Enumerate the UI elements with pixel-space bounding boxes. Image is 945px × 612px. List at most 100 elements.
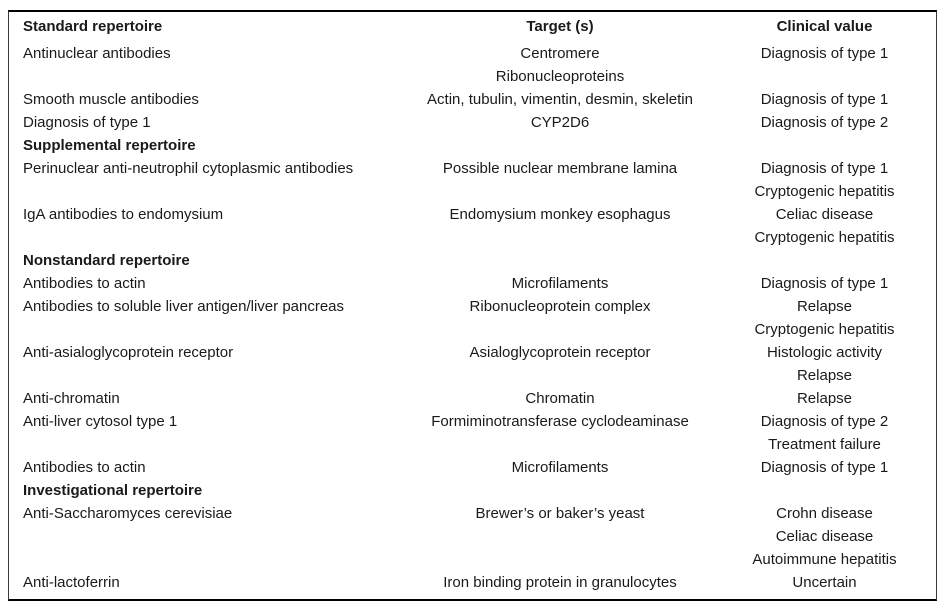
cell-target: Iron binding protein in granulocytes [443, 574, 677, 591]
table-row: Nonstandard repertoire [9, 249, 936, 272]
cell-clinical-value: Treatment failure [768, 436, 881, 453]
cell-clinical-value: Diagnosis of type 2 [760, 114, 889, 131]
cell-clinical-value [727, 134, 936, 157]
table-row: Supplemental repertoire [9, 134, 936, 157]
cell-repertoire: Antibodies to soluble liver antigen/live… [23, 298, 345, 315]
table-row: Cryptogenic hepatitis [9, 318, 936, 341]
cell-target: Microfilaments [511, 459, 609, 476]
table-row: Investigational repertoire [9, 479, 936, 502]
cell-target: Ribonucleoproteins [495, 68, 625, 85]
cell-target: Asialoglycoprotein receptor [469, 344, 651, 361]
cell-repertoire [9, 364, 393, 387]
table-row: Antibodies to actin Microfilaments Diagn… [9, 272, 936, 295]
cell-target: Microfilaments [511, 275, 609, 292]
cell-clinical-value: Autoimmune hepatitis [752, 551, 897, 568]
table-row: Relapse [9, 364, 936, 387]
table-row: Anti-asialoglycoprotein receptor Asialog… [9, 341, 936, 364]
table-row: Antibodies to actin Microfilaments Diagn… [9, 456, 936, 479]
table-body: Antinuclear antibodies Centromere Diagno… [9, 42, 936, 594]
cell-clinical-value: Relapse [796, 390, 853, 407]
cell-target: Centromere [520, 45, 600, 62]
cell-clinical-value: Diagnosis of type 1 [760, 45, 889, 62]
table-row: Anti-lactoferrin Iron binding protein in… [9, 571, 936, 594]
cell-clinical-value: Diagnosis of type 2 [760, 413, 889, 430]
cell-target: Possible nuclear membrane lamina [442, 160, 678, 177]
cell-clinical-value: Diagnosis of type 1 [760, 91, 889, 108]
cell-target [393, 433, 727, 456]
cell-repertoire: Nonstandard repertoire [23, 252, 190, 269]
cell-repertoire: Anti-lactoferrin [23, 574, 120, 591]
column-header-targets: Target (s) [526, 18, 594, 35]
cell-repertoire: Anti-chromatin [23, 390, 120, 407]
cell-clinical-value: Celiac disease [775, 528, 874, 545]
cell-clinical-value: Diagnosis of type 1 [760, 459, 889, 476]
cell-target: Ribonucleoprotein complex [469, 298, 651, 315]
cell-clinical-value: Histologic activity [766, 344, 883, 361]
cell-repertoire [9, 65, 393, 88]
cell-repertoire [9, 525, 393, 548]
cell-target: CYP2D6 [530, 114, 590, 131]
cell-repertoire: Supplemental repertoire [23, 137, 196, 154]
cell-repertoire: Antibodies to actin [23, 275, 146, 292]
table-row: Cryptogenic hepatitis [9, 180, 936, 203]
cell-target [393, 548, 727, 571]
cell-target: Chromatin [525, 390, 595, 407]
table-row: Anti-chromatin Chromatin Relapse [9, 387, 936, 410]
cell-clinical-value: Diagnosis of type 1 [760, 160, 889, 177]
cell-repertoire: Antibodies to actin [23, 459, 146, 476]
cell-target: Actin, tubulin, vimentin, desmin, skelet… [427, 91, 693, 108]
cell-target [393, 479, 727, 502]
table-row: Anti-liver cytosol type 1 Formiminotrans… [9, 410, 936, 433]
cell-clinical-value [727, 65, 936, 88]
cell-repertoire: Anti-Saccharomyces cerevisiae [23, 505, 233, 522]
cell-clinical-value: Cryptogenic hepatitis [754, 183, 895, 200]
cell-clinical-value: Cryptogenic hepatitis [754, 229, 895, 246]
cell-repertoire: Anti-liver cytosol type 1 [23, 413, 178, 430]
table-row: Cryptogenic hepatitis [9, 226, 936, 249]
cell-clinical-value [727, 249, 936, 272]
table-row: Autoimmune hepatitis [9, 548, 936, 571]
cell-clinical-value: Diagnosis of type 1 [760, 275, 889, 292]
cell-target [393, 180, 727, 203]
column-header-clinical-value: Clinical value [776, 18, 873, 35]
cell-target [393, 525, 727, 548]
repertoire-table: Standard repertoire Target (s) Clinical … [8, 10, 937, 601]
cell-clinical-value [727, 479, 936, 502]
cell-clinical-value: Relapse [796, 298, 853, 315]
table-row: Perinuclear anti-neutrophil cytoplasmic … [9, 157, 936, 180]
cell-repertoire: Perinuclear anti-neutrophil cytoplasmic … [23, 160, 354, 177]
table-row: Antibodies to soluble liver antigen/live… [9, 295, 936, 318]
table-row: Antinuclear antibodies Centromere Diagno… [9, 42, 936, 65]
cell-clinical-value: Uncertain [792, 574, 857, 591]
cell-target: Formiminotransferase cyclodeaminase [431, 413, 689, 430]
cell-target: Brewer’s or baker’s yeast [475, 505, 645, 522]
cell-target: Endomysium monkey esophagus [449, 206, 671, 223]
cell-repertoire: IgA antibodies to endomysium [23, 206, 224, 223]
cell-clinical-value: Crohn disease [776, 505, 873, 522]
table-row: Treatment failure [9, 433, 936, 456]
cell-repertoire [9, 433, 393, 456]
cell-repertoire [9, 318, 393, 341]
cell-target [393, 364, 727, 387]
cell-clinical-value: Cryptogenic hepatitis [754, 321, 895, 338]
cell-target [393, 249, 727, 272]
cell-clinical-value: Relapse [796, 367, 853, 384]
table-row: Anti-Saccharomyces cerevisiae Brewer’s o… [9, 502, 936, 525]
cell-repertoire: Diagnosis of type 1 [23, 114, 151, 131]
table-row: Celiac disease [9, 525, 936, 548]
cell-repertoire: Investigational repertoire [23, 482, 203, 499]
table-row: Ribonucleoproteins [9, 65, 936, 88]
cell-target [393, 134, 727, 157]
cell-repertoire: Smooth muscle antibodies [23, 91, 199, 108]
cell-repertoire: Antinuclear antibodies [23, 45, 171, 62]
cell-repertoire [9, 180, 393, 203]
table-row: Smooth muscle antibodies Actin, tubulin,… [9, 88, 936, 111]
column-header-standard-repertoire: Standard repertoire [23, 18, 163, 35]
table-row: IgA antibodies to endomysium Endomysium … [9, 203, 936, 226]
cell-target [393, 226, 727, 249]
cell-clinical-value: Celiac disease [775, 206, 874, 223]
table-header-row: Standard repertoire Target (s) Clinical … [9, 12, 936, 42]
cell-target [393, 318, 727, 341]
cell-repertoire [9, 226, 393, 249]
cell-repertoire: Anti-asialoglycoprotein receptor [23, 344, 234, 361]
